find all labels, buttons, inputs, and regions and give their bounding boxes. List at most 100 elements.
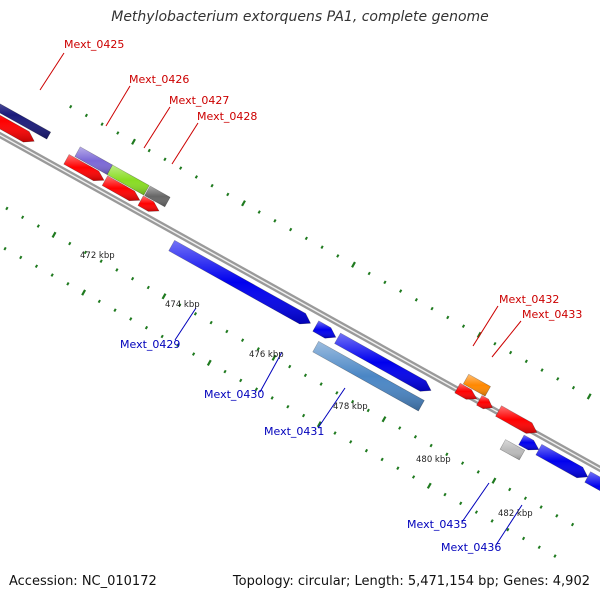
gene-label: Mext_0432 bbox=[499, 293, 559, 306]
scale-label: 480 kbp bbox=[416, 455, 451, 465]
tick-mark bbox=[288, 364, 292, 369]
label-leader-line bbox=[495, 504, 523, 546]
gene-mext-0425-shading bbox=[0, 103, 51, 140]
gene-mext-0430-shading bbox=[334, 333, 431, 392]
tick-mark bbox=[68, 241, 72, 246]
tick-mark bbox=[209, 320, 213, 325]
tick-mark bbox=[396, 466, 400, 471]
gene-label: Mext_0433 bbox=[522, 308, 582, 321]
gene-mext-0431-shading bbox=[312, 341, 425, 411]
tick-mark bbox=[36, 224, 40, 228]
label-leader-line bbox=[472, 305, 499, 347]
label-leader-line bbox=[174, 307, 197, 341]
tick-mark bbox=[100, 122, 104, 127]
tick-mark bbox=[163, 157, 167, 162]
gene-red-shading bbox=[102, 175, 140, 201]
gene-mext-0426-shading bbox=[74, 146, 113, 175]
tick-mark bbox=[414, 298, 418, 302]
tick-mark bbox=[399, 289, 403, 293]
tick-mark bbox=[493, 341, 497, 346]
scale-label: 482 kbp bbox=[498, 509, 533, 519]
map-title: Methylobacterium extorquens PA1, complet… bbox=[111, 9, 489, 25]
tick-mark bbox=[508, 487, 512, 492]
tick-mark bbox=[176, 343, 180, 348]
tick-mark bbox=[571, 385, 576, 390]
gene-label: Mext_0436 bbox=[441, 541, 501, 554]
tick-mark bbox=[509, 350, 513, 355]
gene-label: Mext_0425 bbox=[64, 38, 124, 51]
tick-mark bbox=[116, 131, 120, 135]
tick-mark bbox=[350, 399, 355, 404]
tick-mark bbox=[191, 352, 196, 356]
tick-mark bbox=[223, 369, 227, 374]
gene-red-shading bbox=[0, 115, 35, 143]
tick-mark bbox=[66, 282, 70, 286]
tick-mark bbox=[349, 440, 353, 444]
tick-mark bbox=[147, 148, 151, 153]
tick-mark bbox=[241, 200, 246, 207]
tick-mark bbox=[256, 347, 260, 351]
tick-mark bbox=[270, 396, 274, 400]
label-leader-line bbox=[317, 387, 346, 429]
tick-mark bbox=[301, 413, 306, 418]
tick-mark bbox=[319, 382, 323, 386]
tick-mark bbox=[539, 505, 543, 509]
gene-track bbox=[0, 103, 600, 492]
tick-mark bbox=[51, 231, 57, 238]
tick-mark bbox=[383, 280, 387, 285]
gene-label: Mext_0428 bbox=[197, 110, 257, 123]
tick-mark bbox=[364, 448, 369, 453]
tick-mark bbox=[461, 324, 466, 328]
tick-mark bbox=[381, 416, 387, 423]
tick-mark bbox=[320, 245, 324, 249]
tick-mark bbox=[426, 482, 432, 489]
gene-red-shading bbox=[454, 383, 477, 400]
tick-mark bbox=[367, 271, 371, 276]
tick-mark bbox=[304, 236, 308, 241]
tick-mark bbox=[556, 377, 560, 381]
tick-mark bbox=[398, 426, 402, 430]
tick-mark bbox=[506, 527, 510, 532]
gene-mext-0436-shading bbox=[535, 444, 588, 478]
tick-mark bbox=[81, 289, 87, 296]
tick-mark bbox=[194, 175, 198, 179]
tick-mark bbox=[178, 303, 182, 307]
tick-mark bbox=[257, 210, 261, 214]
tick-mark bbox=[226, 192, 230, 197]
tick-mark bbox=[289, 227, 293, 232]
tick-mark bbox=[161, 293, 167, 300]
tick-mark bbox=[336, 254, 340, 258]
gene-red-shading bbox=[63, 154, 104, 181]
tick-mark bbox=[445, 452, 449, 457]
tick-marks bbox=[3, 104, 592, 558]
tick-mark bbox=[366, 408, 370, 413]
gene-mext-0433-shading bbox=[476, 395, 493, 409]
tick-mark bbox=[286, 404, 290, 409]
tick-mark bbox=[474, 510, 479, 514]
tick-mark bbox=[99, 259, 103, 263]
tick-mark bbox=[5, 206, 9, 211]
gene-mext-0435-shading bbox=[500, 439, 525, 460]
tick-mark bbox=[443, 492, 447, 497]
tick-mark bbox=[84, 113, 88, 118]
accession-text: Accession: NC_010172 bbox=[9, 574, 157, 589]
tick-mark bbox=[491, 477, 497, 484]
tick-mark bbox=[316, 421, 322, 428]
tick-mark bbox=[570, 522, 575, 527]
tick-mark bbox=[553, 554, 557, 558]
gene-label: Mext_0426 bbox=[129, 73, 189, 86]
label-leader-line bbox=[105, 85, 131, 127]
tick-mark bbox=[146, 285, 150, 290]
label-leader-line bbox=[461, 482, 490, 523]
tick-mark bbox=[129, 317, 133, 321]
tick-mark bbox=[429, 443, 433, 448]
tick-mark bbox=[271, 354, 277, 361]
gene-blue-shading bbox=[584, 471, 600, 491]
tick-mark bbox=[446, 315, 450, 320]
tick-mark bbox=[20, 215, 25, 220]
tick-mark bbox=[303, 373, 308, 378]
tick-mark bbox=[521, 536, 526, 541]
tick-mark bbox=[193, 312, 198, 316]
